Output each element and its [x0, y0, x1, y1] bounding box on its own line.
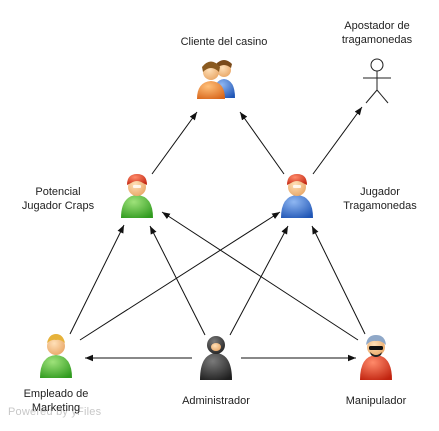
actor-stick-figure-icon [363, 58, 391, 104]
marketing-employee-icon [40, 334, 72, 378]
node-label-jugador-line2: Tragamonedas [343, 200, 417, 212]
manipulator-icon [360, 335, 392, 380]
edge-jugador-to-cliente [239, 111, 285, 175]
edges [69, 106, 366, 362]
group-users-icon [197, 60, 235, 99]
node-label-empleado-line1: Empleado de [23, 388, 89, 400]
edge-empleado-to-jugador [79, 211, 281, 341]
powered-by-watermark: Powered by yFiles [8, 406, 102, 418]
node-label-manipulador: Manipulador [345, 395, 407, 407]
edge-admin-to-potencial [149, 225, 206, 336]
node-label-administrador: Administrador [182, 395, 250, 407]
administrator-icon [200, 336, 232, 380]
node-label-empleado-line2: Marketing [31, 402, 81, 414]
edge-admin-to-jugador [229, 225, 289, 336]
node-label-apostador-line2: tragamonedas [341, 34, 413, 46]
node-label-jugador: Jugador Tragamonedas [324, 185, 436, 213]
edge-manipulador-to-jugador [311, 225, 366, 335]
node-label-potencial-line1: Potencial [35, 186, 81, 198]
node-label-potencial-line2: Jugador Craps [21, 200, 95, 212]
edge-manipulador-to-potencial [161, 211, 359, 341]
edge-potencial-to-cliente [151, 111, 198, 175]
node-label-apostador: Apostador de tragamonedas [320, 19, 434, 47]
node-label-cliente: Cliente del casino [180, 36, 268, 48]
node-label-empleado: Empleado de Marketing [6, 387, 106, 415]
node-label-apostador-line1: Apostador de [344, 20, 410, 32]
node-label-jugador-line1: Jugador [360, 186, 400, 198]
edge-jugador-to-apostador [312, 106, 363, 175]
edge-empleado-to-potencial [69, 224, 125, 335]
craps-player-icon [121, 174, 153, 218]
slots-player-icon [281, 174, 313, 218]
node-label-potencial: Potencial Jugador Craps [2, 185, 114, 213]
